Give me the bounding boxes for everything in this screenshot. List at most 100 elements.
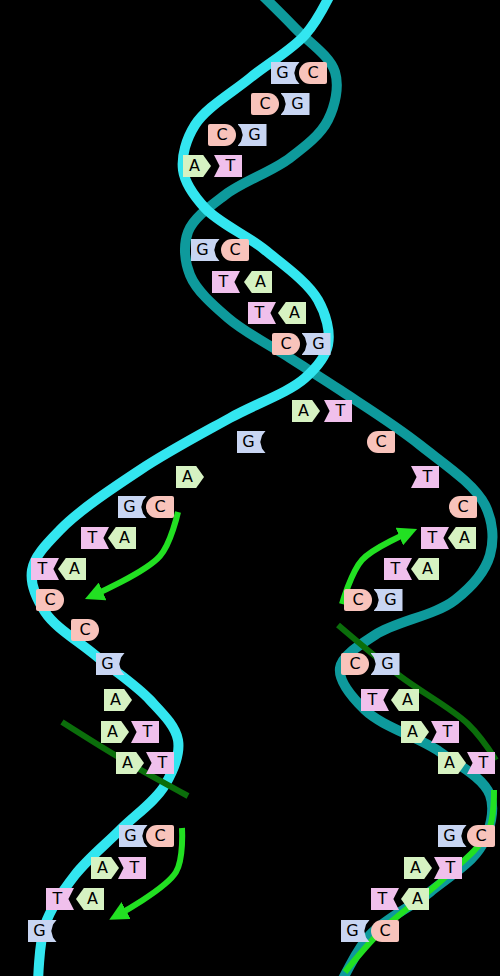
base-node: G [341,920,370,942]
base-node: C [208,124,236,146]
base-node: T [131,721,159,743]
base-letter: C [154,825,165,847]
base-letter: C [307,62,318,84]
base-node: A [101,721,129,743]
base-letter: G [123,496,135,518]
base-letter: A [459,527,470,549]
base-letter: T [378,888,388,910]
base-node: G [96,653,125,675]
base-node: A [76,888,104,910]
base-letter: C [79,619,90,641]
base-node: T [384,558,412,580]
base-letter: G [33,920,45,942]
base-letter: C [352,589,363,611]
base-node: G [371,653,400,675]
base-letter: T [446,857,456,879]
base-node: G [28,920,57,942]
base-node: T [434,857,462,879]
base-node: G [191,239,220,261]
base-node: T [431,721,459,743]
base-letter: T [38,558,48,580]
base-letter: T [336,400,346,422]
base-letter: A [69,558,80,580]
base-letter: G [443,825,455,847]
base-node: C [146,496,174,518]
base-node: C [371,920,399,942]
base-node: T [411,466,439,488]
base-node: A [292,400,320,422]
base-node: T [146,752,174,774]
base-node: A [176,466,204,488]
backbone-ribbon [32,0,330,976]
base-node: A [108,527,136,549]
base-letter: A [412,888,423,910]
base-node: C [467,825,495,847]
base-node: C [341,653,369,675]
base-node: T [248,302,276,324]
base-node: A [404,857,432,879]
base-letter: G [242,431,254,453]
base-letter: C [280,333,291,355]
base-node: A [58,558,86,580]
base-letter: G [124,825,136,847]
base-node: C [36,589,64,611]
base-node: G [374,589,403,611]
base-node: T [118,857,146,879]
base-letter: C [457,496,468,518]
base-node: G [238,124,267,146]
base-letter: T [53,888,63,910]
base-node: T [31,558,59,580]
base-letter: T [423,466,433,488]
base-node: C [344,589,372,611]
base-letter: C [375,431,386,453]
base-node: A [448,527,476,549]
base-letter: T [255,302,265,324]
base-letter: C [349,653,360,675]
base-letter: C [216,124,227,146]
base-letter: T [226,155,236,177]
base-letter: A [402,689,413,711]
base-letter: C [44,589,55,611]
base-letter: C [379,920,390,942]
base-node: A [104,689,132,711]
base-letter: A [444,752,455,774]
base-letter: A [110,689,121,711]
base-node: T [212,271,240,293]
base-node: C [449,496,477,518]
base-letter: A [189,155,200,177]
base-node: T [371,888,399,910]
base-node: T [81,527,109,549]
base-node: C [272,333,300,355]
base-node: C [251,93,279,115]
base-node: A [183,155,211,177]
base-letter: G [276,62,288,84]
base-node: C [221,239,249,261]
base-node: G [119,825,148,847]
base-node: G [302,333,331,355]
strand-ribbons [32,0,493,976]
base-letter: C [259,93,270,115]
base-letter: C [229,239,240,261]
base-node: G [271,62,300,84]
base-node: A [411,558,439,580]
base-letter: T [479,752,489,774]
new-strands [62,512,496,972]
base-letter: T [443,721,453,743]
base-letter: G [291,93,303,115]
base-letter: T [130,857,140,879]
base-node: C [146,825,174,847]
new-strand [62,722,188,796]
base-letter: A [407,721,418,743]
base-letter: C [475,825,486,847]
base-node: C [367,431,395,453]
base-letter: A [97,857,108,879]
base-letter: T [143,721,153,743]
base-letter: A [255,271,266,293]
base-letter: A [298,400,309,422]
base-letter: T [428,527,438,549]
base-letter: T [368,689,378,711]
base-letter: A [422,558,433,580]
base-letter: A [410,857,421,879]
